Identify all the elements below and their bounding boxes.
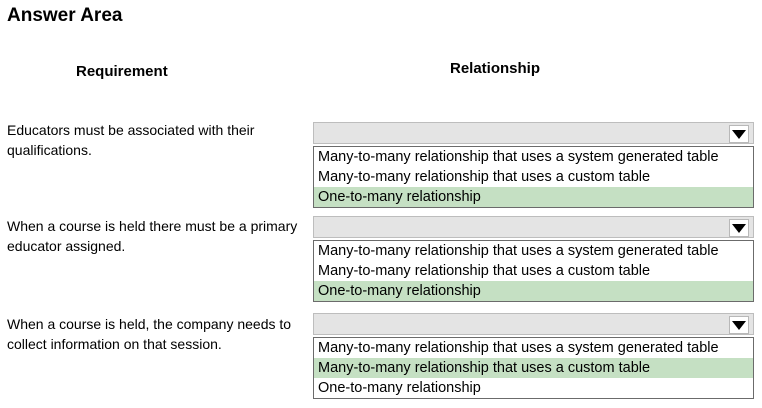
chevron-down-icon[interactable] bbox=[729, 219, 749, 237]
requirement-text-3: When a course is held, the company needs… bbox=[7, 316, 292, 352]
dropdown-option[interactable]: Many-to-many relationship that uses a sy… bbox=[314, 147, 753, 167]
dropdown-header-1[interactable] bbox=[313, 122, 754, 144]
dropdown-option[interactable]: Many-to-many relationship that uses a cu… bbox=[314, 261, 753, 281]
dropdown-header-2[interactable] bbox=[313, 216, 754, 238]
dropdown-option[interactable]: One-to-many relationship bbox=[314, 187, 753, 207]
relationship-dropdown-2[interactable]: Many-to-many relationship that uses a sy… bbox=[313, 216, 754, 302]
relationship-dropdown-3[interactable]: Many-to-many relationship that uses a sy… bbox=[313, 313, 754, 399]
dropdown-option[interactable]: Many-to-many relationship that uses a cu… bbox=[314, 358, 753, 378]
requirement-text-1: Educators must be associated with their … bbox=[7, 122, 255, 158]
requirement-text-2: When a course is held there must be a pr… bbox=[7, 218, 298, 254]
chevron-down-icon[interactable] bbox=[729, 125, 749, 143]
dropdown-option[interactable]: Many-to-many relationship that uses a sy… bbox=[314, 338, 753, 358]
chevron-down-icon[interactable] bbox=[729, 316, 749, 334]
dropdown-options-3: Many-to-many relationship that uses a sy… bbox=[313, 337, 754, 399]
dropdown-options-1: Many-to-many relationship that uses a sy… bbox=[313, 146, 754, 208]
dropdown-option[interactable]: Many-to-many relationship that uses a cu… bbox=[314, 167, 753, 187]
dropdown-options-2: Many-to-many relationship that uses a sy… bbox=[313, 240, 754, 302]
answer-area-title: Answer Area bbox=[7, 5, 123, 26]
requirement-column-header: Requirement bbox=[76, 63, 168, 80]
relationship-column-header: Relationship bbox=[450, 60, 541, 77]
dropdown-header-3[interactable] bbox=[313, 313, 754, 335]
relationship-dropdown-1[interactable]: Many-to-many relationship that uses a sy… bbox=[313, 122, 754, 208]
dropdown-option[interactable]: One-to-many relationship bbox=[314, 378, 753, 398]
dropdown-option[interactable]: One-to-many relationship bbox=[314, 281, 753, 301]
dropdown-option[interactable]: Many-to-many relationship that uses a sy… bbox=[314, 241, 753, 261]
